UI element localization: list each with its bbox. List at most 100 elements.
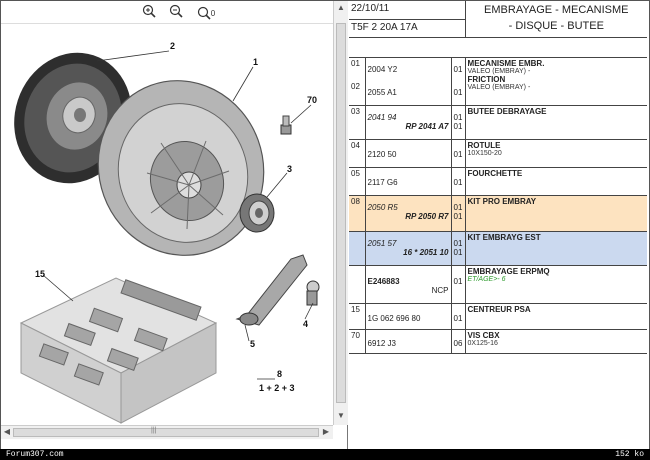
status-size: 152 ko bbox=[615, 450, 644, 459]
quantity: 01 bbox=[453, 87, 463, 97]
quantity: 01 bbox=[453, 121, 463, 131]
quantity: 01 bbox=[453, 276, 463, 286]
part-reference[interactable]: 2120 50 bbox=[367, 149, 397, 159]
scroll-down-icon[interactable]: ▼ bbox=[337, 411, 345, 420]
scroll-left-icon[interactable]: ◀ bbox=[3, 427, 11, 436]
part-name: VIS CBX bbox=[467, 330, 500, 340]
zoom-reset-label: 0 bbox=[210, 9, 216, 18]
release-bearing-part[interactable] bbox=[239, 193, 275, 233]
part-reference[interactable]: RP 2050 R7 bbox=[405, 211, 449, 221]
quantity: 01 bbox=[453, 247, 463, 257]
callout-label: 15 bbox=[35, 269, 45, 279]
part-name: BUTEE DEBRAYAGE bbox=[464, 104, 648, 140]
vehicle-code: T5F 2 20A 17A bbox=[351, 21, 418, 33]
row-number: 04 bbox=[349, 138, 366, 168]
quantity: 01 bbox=[453, 112, 463, 122]
part-detail: 0X125-16 bbox=[467, 339, 498, 347]
date-cell: 22/10/11 bbox=[349, 1, 466, 20]
scroll-grip-icon: ||| bbox=[151, 427, 157, 434]
title-line-1: EMBRAYAGE - MECANISME bbox=[484, 4, 629, 16]
scroll-thumb[interactable] bbox=[336, 23, 346, 403]
diagram-pane: 0 bbox=[1, 1, 348, 449]
part-name: FRICTION bbox=[467, 74, 506, 84]
part-name: KIT PRO EMBRAY bbox=[464, 194, 648, 232]
page-title: EMBRAYAGE - MECANISME - DISQUE - BUTEE bbox=[464, 1, 648, 38]
callout-label: 4 bbox=[303, 319, 308, 329]
part-reference[interactable]: 2050 R5 bbox=[367, 202, 398, 212]
parts-table: 22/10/11 EMBRAYAGE - MECANISME - DISQUE … bbox=[349, 1, 648, 354]
part-reference[interactable]: E246883 bbox=[367, 276, 400, 286]
part-reference[interactable]: 1G 062 696 80 bbox=[367, 313, 421, 323]
table-row[interactable]: 15 1G 062 696 80 01 CENTREUR PSA bbox=[349, 302, 648, 330]
part-name: EMBRAYAGE ERPMQ bbox=[467, 266, 550, 276]
callout-label: 8 bbox=[277, 369, 282, 379]
part-reference[interactable]: 2004 Y2 bbox=[367, 64, 398, 74]
quantity: 01 bbox=[453, 202, 463, 212]
part-reference[interactable]: 2051 57 bbox=[367, 238, 397, 248]
code-cell: T5F 2 20A 17A bbox=[349, 18, 466, 38]
zoom-reset-icon bbox=[197, 6, 211, 20]
part-reference[interactable]: 2117 G6 bbox=[367, 177, 398, 187]
quantity: 01 bbox=[453, 211, 463, 221]
spacer-row bbox=[349, 36, 648, 58]
zoom-toolbar: 0 bbox=[1, 1, 347, 24]
horizontal-scrollbar[interactable]: ◀ ||| ▶ bbox=[1, 425, 333, 439]
row-number: 70 bbox=[349, 328, 366, 354]
bolt-part[interactable] bbox=[280, 115, 292, 135]
quantity: 01 bbox=[453, 149, 463, 159]
quantity: 01 bbox=[453, 238, 463, 248]
part-name: KIT EMBRAYG EST bbox=[464, 230, 648, 266]
clutch-mechanism-part[interactable] bbox=[74, 57, 288, 278]
part-name: ROTULE bbox=[467, 140, 501, 150]
part-reference[interactable]: 2055 A1 bbox=[367, 87, 397, 97]
fork-part[interactable] bbox=[235, 254, 308, 326]
row-number: 05 bbox=[349, 166, 366, 196]
part-detail: VALEO (EMBRAY) - bbox=[467, 83, 531, 91]
status-bar: Forum307.com 152 ko bbox=[0, 449, 650, 460]
scroll-up-icon[interactable]: ▲ bbox=[337, 3, 345, 12]
part-name: FOURCHETTE bbox=[464, 166, 648, 196]
parts-list-pane: 22/10/11 EMBRAYAGE - MECANISME - DISQUE … bbox=[349, 1, 648, 449]
scroll-thumb[interactable] bbox=[13, 428, 319, 437]
quantity: 01 bbox=[453, 64, 463, 74]
zoom-in-icon[interactable] bbox=[141, 4, 157, 20]
quantity: 01 bbox=[453, 177, 463, 187]
part-name: MECANISME EMBR. bbox=[467, 58, 545, 68]
table-row[interactable]: 05 2117 G6 01 FOURCHETTE bbox=[349, 166, 648, 196]
quantity: 01 bbox=[453, 313, 463, 323]
centering-tool-kit[interactable] bbox=[19, 277, 218, 424]
part-reference[interactable]: 6912 J3 bbox=[367, 338, 396, 348]
vertical-scrollbar[interactable]: ▲ ▼ bbox=[333, 1, 348, 425]
zoom-out-icon[interactable] bbox=[168, 4, 184, 20]
kit-formula: 1 + 2 + 3 bbox=[259, 383, 295, 393]
ball-pivot-part[interactable] bbox=[306, 280, 320, 306]
part-reference[interactable]: 16 * 2051 10 bbox=[403, 247, 449, 257]
status-source: Forum307.com bbox=[6, 450, 64, 459]
header-date: 22/10/11 bbox=[351, 3, 390, 14]
clutch-exploded-diagram: 2 1 70 3 15 4 5 8 1 + 2 + 3 bbox=[14, 41, 320, 424]
callout-label: 3 bbox=[287, 164, 292, 174]
part-reference[interactable]: 2041 94 bbox=[367, 112, 397, 122]
part-detail: VALEO (EMBRAY) - bbox=[467, 67, 531, 75]
row-number bbox=[349, 264, 366, 304]
row-number bbox=[349, 230, 366, 266]
part-status: NCP bbox=[431, 285, 449, 295]
zoom-reset-button[interactable]: 0 bbox=[195, 4, 217, 20]
scroll-right-icon[interactable]: ▶ bbox=[322, 427, 330, 436]
part-detail: 10X150-20 bbox=[467, 149, 502, 157]
part-name: CENTREUR PSA bbox=[464, 302, 648, 330]
row-number: 01 bbox=[351, 58, 360, 68]
row-number: 15 bbox=[349, 302, 366, 330]
callout-label: 2 bbox=[170, 41, 175, 51]
title-line-2: - DISQUE - BUTEE bbox=[508, 20, 604, 32]
part-reference[interactable]: RP 2041 A7 bbox=[405, 121, 449, 131]
callout-label: 70 bbox=[307, 95, 317, 105]
row-number: 08 bbox=[349, 194, 366, 232]
